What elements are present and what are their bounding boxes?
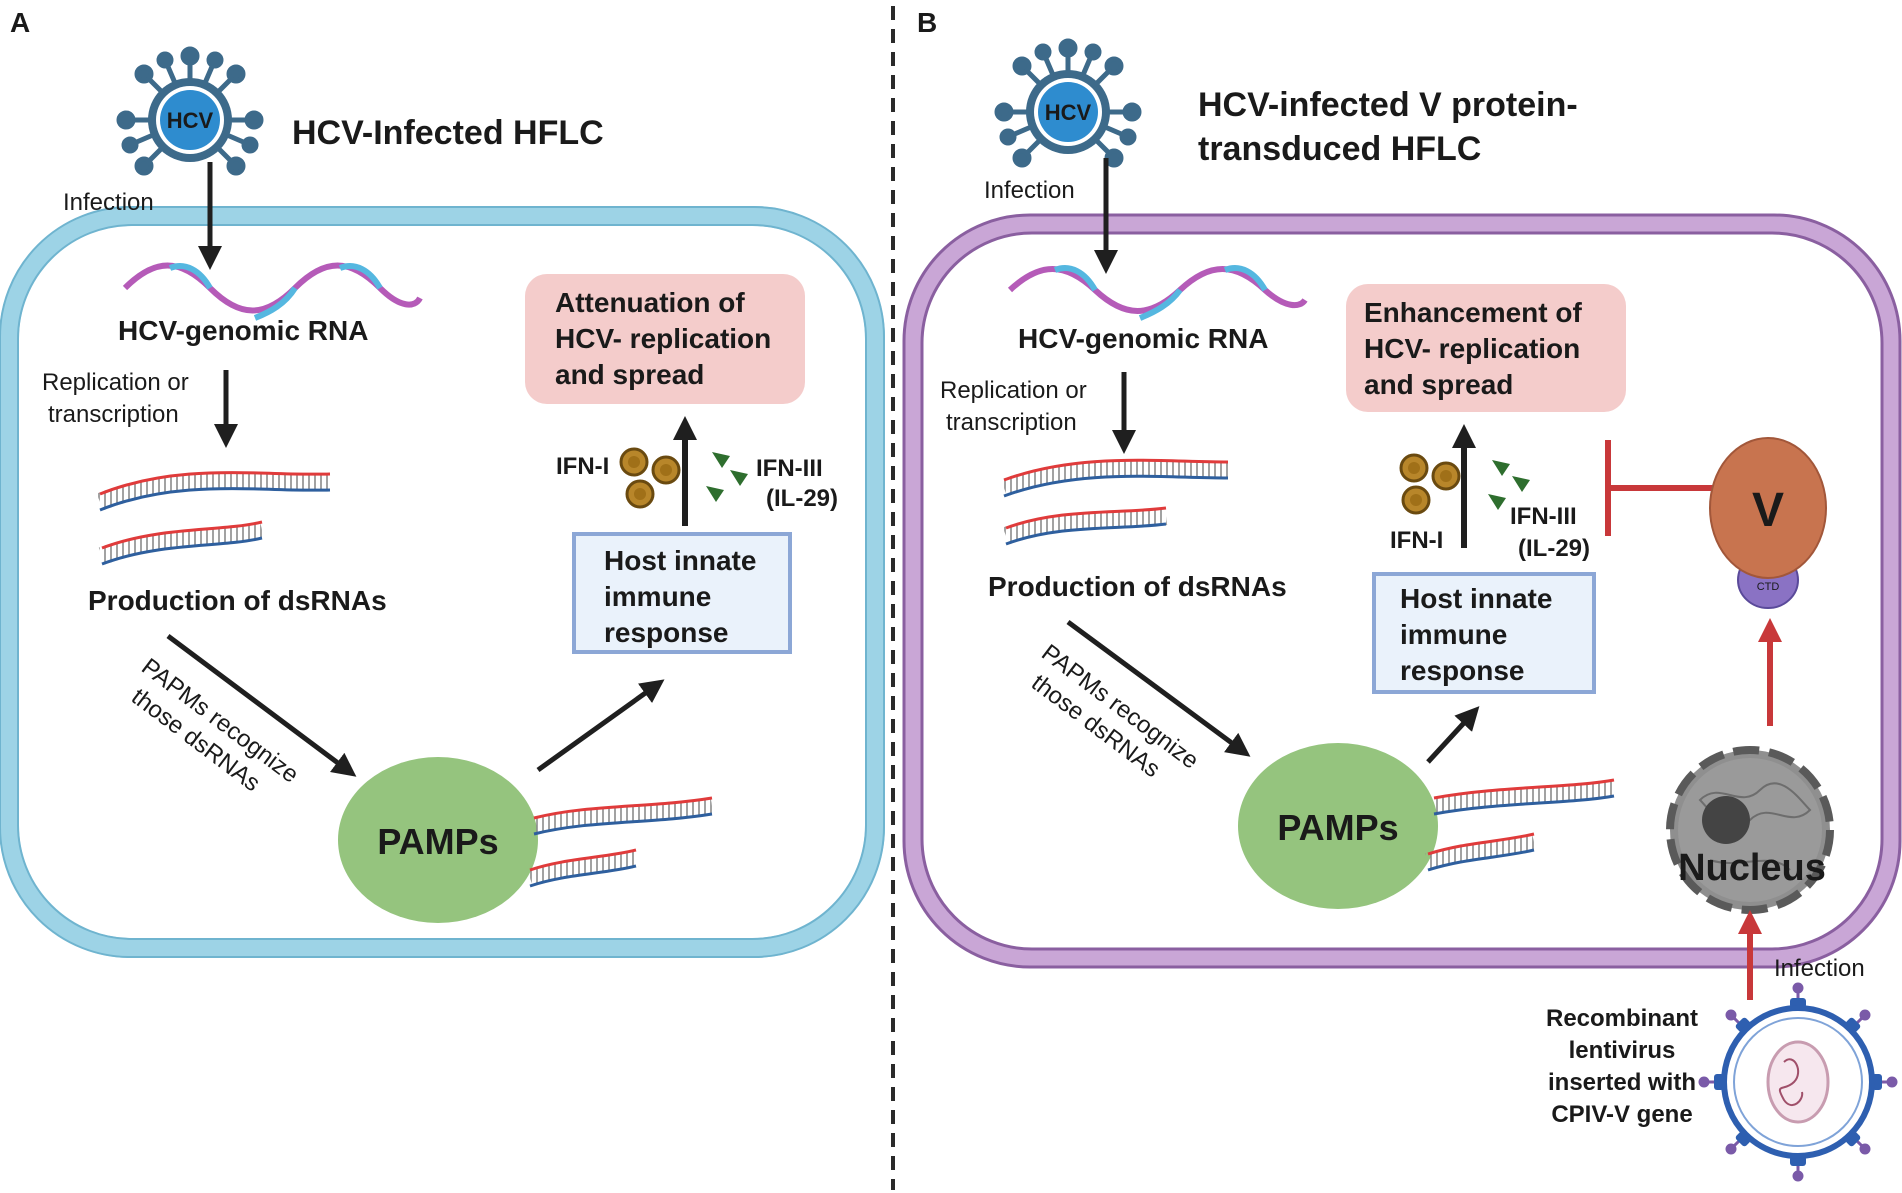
cell-membrane-outer-line: [0, 206, 885, 958]
lentivirus-infection-label: Infection: [1774, 955, 1865, 982]
outcome-label-2: HCV- replication: [1364, 333, 1580, 364]
panel-b: B HCV HCV-infected V protein-: [902, 7, 1902, 1182]
cell-membrane-inner-line: [920, 231, 1884, 951]
ifn1-label: IFN-I: [1390, 527, 1443, 554]
host-response-box: [1372, 572, 1596, 694]
hcv-virus-icon: HCV: [116, 46, 264, 176]
panel-letter: B: [917, 7, 937, 38]
outcome-label-3: and spread: [1364, 369, 1513, 400]
dsrna-strand: [1000, 458, 1229, 498]
dsrna-strand: [1002, 506, 1168, 546]
lentivirus-label-1: Recombinant: [1546, 1005, 1698, 1032]
ifn1-label: IFN-I: [556, 453, 609, 480]
outcome-label-1: Attenuation of: [555, 287, 745, 318]
ifn3-label-1: IFN-III: [756, 455, 823, 482]
dsrna-strand: [531, 796, 714, 836]
nucleus-label: Nucleus: [1678, 847, 1826, 889]
ifn3-label-2: (IL-29): [1518, 535, 1590, 562]
dsrna-strand: [1425, 832, 1537, 872]
pamps-ellipse: [1238, 743, 1438, 909]
cell-membrane-inner-line: [17, 224, 867, 940]
genomic-rna-label: HCV-genomic RNA: [1018, 323, 1268, 354]
papms-arrow: [166, 633, 357, 777]
outcome-label-3: and spread: [555, 359, 704, 390]
replication-label-2: transcription: [946, 409, 1077, 436]
v-protein-label: V: [1752, 484, 1784, 537]
host-response-label-1: Host innate: [604, 545, 756, 576]
host-response-label-2: immune: [1400, 619, 1507, 650]
pamps-label: PAMPs: [377, 821, 498, 862]
host-response-label-1: Host innate: [1400, 583, 1552, 614]
outcome-label-1: Enhancement of: [1364, 297, 1582, 328]
genomic-rna-wave-blue: [1053, 265, 1268, 321]
lentivirus-icon: [1698, 982, 1898, 1182]
replication-label-1: Replication or: [940, 377, 1087, 404]
lentivirus-label-4: CPIV-V gene: [1551, 1101, 1692, 1128]
nucleus-icon: [1666, 746, 1834, 914]
outcome-box: [525, 274, 805, 404]
papms-note: PAPMs recognize those dsRNAs: [1026, 639, 1203, 783]
hcv-virus-icon: HCV: [994, 38, 1142, 168]
v-protein: [1709, 437, 1827, 579]
ctd-label: CTD: [1757, 581, 1780, 593]
lentivirus-label-3: inserted with: [1548, 1069, 1696, 1096]
panel-a: A HCV HCV-Infected: [0, 7, 885, 958]
infection-label: Infection: [63, 189, 154, 216]
host-response-label-3: response: [1400, 655, 1525, 686]
virus-label: HCV: [1045, 100, 1092, 125]
panel-title-2: transduced HFLC: [1198, 130, 1481, 168]
pamps-to-response-arrow: [1426, 706, 1480, 764]
panel-letter: A: [10, 7, 30, 38]
dsrna-strand: [1432, 778, 1616, 816]
ifn3-label-2: (IL-29): [766, 485, 838, 512]
papms-arrow: [1066, 619, 1251, 757]
dsrna-strand: [527, 848, 639, 888]
panel-title-1: HCV-infected V protein-: [1198, 86, 1578, 124]
host-response-label-3: response: [604, 617, 729, 648]
ifn1-molecule-icon: [619, 447, 681, 509]
cell-membrane: [903, 214, 1901, 968]
outcome-box: [1346, 284, 1626, 412]
dsrna-label: Production of dsRNAs: [88, 585, 387, 616]
ifn3-molecule-icon: [1488, 460, 1530, 510]
ifn1-molecule-icon: [1399, 453, 1461, 515]
genomic-rna-label: HCV-genomic RNA: [118, 315, 368, 346]
panel-title: HCV-Infected HFLC: [292, 114, 604, 152]
cell-membrane-outer-line: [902, 213, 1902, 969]
replication-label-2: transcription: [48, 401, 179, 428]
pamps-label: PAMPs: [1277, 807, 1398, 848]
genomic-rna-wave-blue: [168, 263, 383, 321]
genomic-rna-wave: [122, 262, 423, 314]
dsrna-label: Production of dsRNAs: [988, 571, 1287, 602]
dsrna-strand: [96, 471, 331, 512]
virus-label: HCV: [167, 108, 214, 133]
pamps-to-response-arrow: [536, 679, 665, 773]
replication-label-1: Replication or: [42, 369, 189, 396]
dsrna-strand: [98, 520, 265, 566]
cell-membrane: [0, 206, 885, 958]
pamps-ellipse: [338, 757, 538, 923]
genomic-rna-wave: [1007, 266, 1308, 314]
papms-note: PAPMs recognize those dsRNAs: [126, 653, 303, 797]
ifn3-molecule-icon: [706, 452, 748, 502]
infection-label: Infection: [984, 177, 1075, 204]
outcome-label-2: HCV- replication: [555, 323, 771, 354]
host-response-label-2: immune: [604, 581, 711, 612]
host-response-box: [572, 532, 792, 654]
ifn3-label-1: IFN-III: [1510, 503, 1577, 530]
lentivirus-label-2: lentivirus: [1569, 1037, 1676, 1064]
